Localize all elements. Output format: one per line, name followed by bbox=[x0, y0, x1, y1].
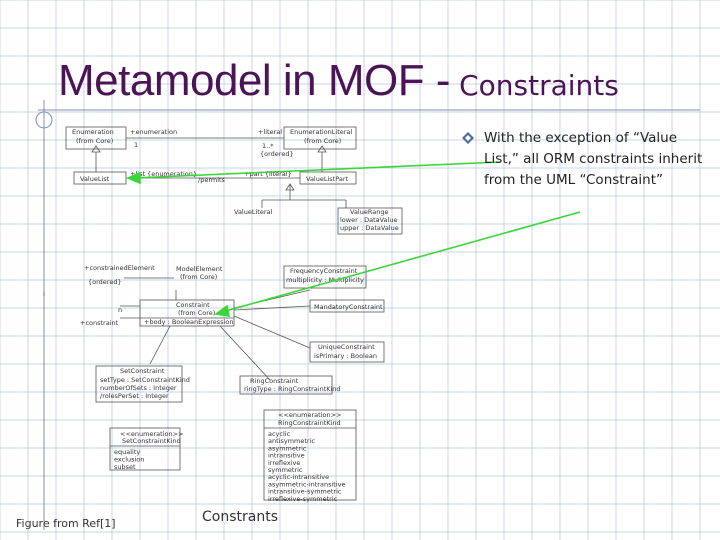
ring-kind-value: asymmetric-intransitive bbox=[268, 480, 345, 488]
ring-kind-value: asymmetric bbox=[268, 444, 307, 452]
value-range-box bbox=[337, 207, 403, 235]
frequency-constraint-box bbox=[283, 265, 367, 289]
arrowhead-value-list bbox=[125, 171, 141, 185]
set-kind-stereo: <<enumeration>> bbox=[120, 430, 183, 438]
ring-kind-stereo: <<enumeration>> bbox=[278, 411, 341, 419]
highlight-arrows bbox=[125, 161, 581, 317]
set-constraint-box bbox=[95, 365, 183, 403]
assoc-literal: +literal bbox=[258, 128, 282, 136]
constrained-element-label: +constrainedElement bbox=[84, 264, 155, 272]
set-constraint-name: SetConstraint bbox=[120, 367, 165, 375]
constraint-sub: (from Core) bbox=[178, 309, 215, 317]
enumeration-literal-name: EnumerationLiteral bbox=[290, 128, 352, 136]
value-range-lower: lower : DataValue bbox=[340, 216, 397, 224]
unique-constraint-name: UniqueConstraint bbox=[318, 343, 375, 351]
mult-one-star: 1..* bbox=[262, 142, 274, 150]
ordered-label: {ordered} bbox=[260, 150, 294, 158]
mandatory-constraint-box bbox=[309, 299, 385, 313]
model-element-sub: (from Core) bbox=[180, 273, 217, 281]
ring-constraint-box bbox=[239, 375, 333, 395]
figure-credit: Figure from Ref[1] bbox=[16, 517, 116, 530]
ring-constraint-name: RingConstraint bbox=[250, 377, 299, 385]
rule-cross-circle bbox=[35, 111, 53, 129]
mandatory-constraint-name: MandatoryConstraint bbox=[314, 303, 383, 311]
set-kind-box bbox=[109, 427, 181, 471]
enumeration-literal-sub: (from Core) bbox=[304, 137, 341, 145]
set-constraint-attr-1: numberOfSets : Integer bbox=[100, 384, 177, 392]
bullet-point: With the exception of “Value List,” all … bbox=[462, 128, 704, 191]
part-literal-label: +part {literal} bbox=[244, 170, 292, 178]
set-kind-name: SetConstraintKind bbox=[122, 437, 181, 445]
frequency-constraint-name: FrequencyConstraint bbox=[290, 267, 358, 275]
ring-kind-value: intransitive bbox=[268, 452, 305, 460]
ring-kind-value: symmetric bbox=[268, 466, 303, 474]
arrowhead-constraint bbox=[213, 304, 231, 317]
constraint-name: Constraint bbox=[176, 301, 210, 309]
ordered-short-label: {ordered} bbox=[88, 278, 122, 286]
set-kind-value: equality bbox=[114, 448, 140, 456]
frequency-constraint-attr: multiplicity : Multiplicity bbox=[286, 276, 364, 284]
unique-constraint-attr: isPrimary : Boolean bbox=[314, 352, 377, 360]
ring-kind-value: intransitive-symmetric bbox=[268, 488, 342, 496]
ring-kind-value: irreflexive bbox=[268, 459, 300, 467]
enumeration-name: Enumeration bbox=[72, 128, 114, 136]
ring-constraint-attr: ringType : RingConstraintKind bbox=[244, 385, 341, 393]
slide-title: Metamodel in MOF - Constraints bbox=[58, 56, 718, 116]
title-main: Metamodel in MOF - bbox=[58, 56, 450, 105]
value-list-part-name: ValueListPart bbox=[306, 175, 348, 183]
ring-kind-name: RingConstraintKind bbox=[278, 419, 341, 427]
model-element-name: ModelElement bbox=[176, 265, 223, 273]
arrow-to-value-list bbox=[133, 161, 501, 179]
set-constraint-attr-0: setType : SetConstraintKind bbox=[100, 376, 190, 384]
constraint-attr: +body : BooleanExpression bbox=[144, 318, 233, 326]
diamond-bullet-icon bbox=[462, 132, 474, 144]
assoc-enumeration: +enumeration bbox=[130, 128, 177, 136]
ring-kind-value: acyclic bbox=[268, 430, 291, 438]
constraint-role-label: +constraint bbox=[80, 319, 119, 327]
ring-kind-value: acyclic-intransitive bbox=[268, 473, 329, 481]
value-range-name: ValueRange bbox=[350, 208, 388, 216]
set-constraint-attr-2: /rolesPerSet : Integer bbox=[100, 392, 169, 400]
diagram-texts: Enumeration (from Core) +enumeration +li… bbox=[72, 128, 399, 503]
arrow-to-constraint bbox=[221, 211, 581, 313]
set-kind-value: exclusion bbox=[114, 456, 144, 464]
value-list-name: ValueList bbox=[80, 175, 110, 183]
value-range-upper: upper : DataValue bbox=[340, 224, 399, 232]
bullet-text: With the exception of “Value List,” all … bbox=[484, 130, 703, 188]
enumeration-sub: (from Core) bbox=[76, 137, 113, 145]
n-label: n bbox=[118, 306, 122, 314]
list-enum-label: +list {enumeration} bbox=[130, 170, 197, 178]
footer-caption: Constrants bbox=[202, 509, 278, 525]
value-literal-name: ValueLiteral bbox=[234, 208, 272, 216]
constraint-class-box bbox=[139, 299, 235, 327]
ring-kind-box bbox=[263, 409, 357, 501]
diagram-lines bbox=[43, 126, 403, 501]
mult-one: 1 bbox=[134, 141, 138, 149]
ring-kind-value: antisymmetric bbox=[268, 437, 315, 445]
set-kind-value: subset bbox=[114, 463, 136, 471]
title-sub: Constraints bbox=[459, 69, 619, 102]
uniqueness-constraint-box bbox=[309, 341, 385, 363]
permits-label: /permits bbox=[198, 176, 226, 184]
ring-kind-value: irreflexive-symmetric bbox=[268, 495, 338, 503]
